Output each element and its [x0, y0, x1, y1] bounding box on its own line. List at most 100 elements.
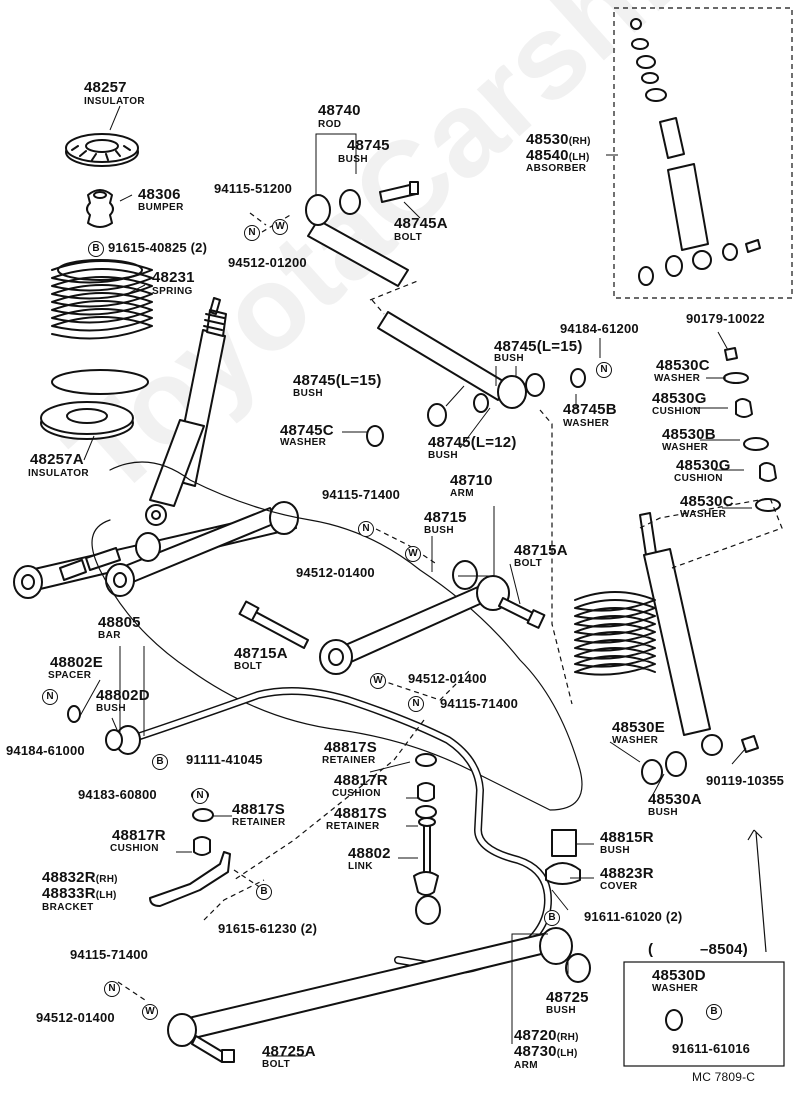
label-48815R-name: BUSH	[600, 845, 630, 856]
rod-48740-lower	[366, 311, 586, 447]
label-48530C-2-num: 48530C	[680, 493, 734, 510]
label-48745A-name: BOLT	[394, 232, 423, 243]
b-circle-icon: B	[544, 910, 560, 926]
b-circle-icon: B	[88, 241, 104, 257]
label-48530D-num: 48530D	[652, 967, 706, 984]
w-circle-icon: W	[405, 546, 421, 562]
label-48530A-name: BUSH	[648, 807, 678, 818]
label-48530A-num: 48530A	[648, 791, 702, 808]
w-circle-icon: W	[142, 1004, 158, 1020]
spring-48231	[51, 259, 153, 395]
label-48745L12-num: 48745(L=12)	[428, 434, 517, 451]
label-48715-name: BUSH	[424, 525, 454, 536]
label-48725-name: BUSH	[546, 1005, 576, 1016]
label-range-open: (	[648, 941, 654, 958]
label-48802D-num: 48802D	[96, 687, 150, 704]
label-90119-10355: 90119-10355	[706, 773, 785, 788]
label-48306-num: 48306	[138, 186, 181, 203]
label-48725-num: 48725	[546, 989, 589, 1006]
left-lower-links	[13, 501, 299, 599]
label-range-8504: –8504)	[700, 941, 748, 958]
label-48530G-2-name: CUSHION	[674, 473, 723, 484]
label-48805-num: 48805	[98, 614, 141, 631]
b-circle-icon: B	[152, 754, 168, 770]
label-48530E-num: 48530E	[612, 719, 665, 736]
inset-washer	[665, 1009, 683, 1031]
n-circle-icon: N	[244, 225, 260, 241]
label-94115-71400-c: 94115-71400	[70, 947, 149, 962]
label-48530G-1-name: CUSHION	[652, 406, 701, 417]
label-48745B-num: 48745B	[563, 401, 617, 418]
label-48745-name: BUSH	[338, 154, 368, 165]
label-48720-code: 48720	[514, 1027, 557, 1044]
label-48231-num: 48231	[152, 269, 195, 286]
label-48832R-num: 48832R(RH)	[42, 870, 118, 885]
label-48730-code: 48730	[514, 1043, 557, 1060]
link-parts	[67, 705, 439, 896]
label-48530-rh: (RH)	[568, 136, 591, 147]
label-48530G-2-num: 48530G	[676, 457, 731, 474]
label-48815R-num: 48815R	[600, 829, 654, 846]
label-48720-rh: (RH)	[556, 1032, 579, 1043]
figure-code: MC 7809-C	[692, 1070, 756, 1084]
bracket-48832R	[149, 851, 231, 907]
label-48530-num: 48530(RH)	[526, 132, 591, 147]
bolt-48715A-right	[498, 597, 546, 629]
label-48540-num: 48540(LH)	[526, 148, 590, 163]
label-48802-name: LINK	[348, 861, 373, 872]
label-48540-lh: (LH)	[568, 152, 590, 163]
label-48802E-num: 48802E	[50, 654, 103, 671]
label-48817R-1-num: 48817R	[334, 772, 388, 789]
label-48805-name: BAR	[98, 630, 121, 641]
arm-48710	[319, 560, 510, 675]
label-48231-name: SPRING	[152, 286, 193, 297]
label-48740-num: 48740	[318, 102, 361, 119]
label-48715A-1-name: BOLT	[514, 558, 543, 569]
label-48817R-1-name: CUSHION	[332, 788, 381, 799]
n-circle-icon: N	[42, 689, 58, 705]
w-circle-icon: W	[272, 219, 288, 235]
label-48715A-2-name: BOLT	[234, 661, 263, 672]
label-48530C-1-num: 48530C	[656, 357, 710, 374]
label-48745-num: 48745	[347, 137, 390, 154]
label-48832R-code: 48832R	[42, 869, 96, 886]
label-48730-lh: (LH)	[556, 1048, 578, 1059]
label-91111-41045: 91111-41045	[186, 752, 263, 767]
label-94512-01400-b: 94512-01400	[408, 671, 487, 686]
label-48730-num: 48730(LH)	[514, 1044, 578, 1059]
label-48745B-name: WASHER	[563, 418, 610, 429]
label-48745L15-a-name: BUSH	[494, 353, 524, 364]
bolt-48715A-left	[238, 600, 309, 649]
label-48530E-name: WASHER	[612, 735, 659, 746]
label-94184-61200: 94184-61200	[560, 321, 639, 336]
label-48745L12-name: BUSH	[428, 450, 458, 461]
label-48745L15-b-name: BUSH	[293, 388, 323, 399]
label-48832R-name: BRACKET	[42, 902, 94, 913]
inset-absorber	[630, 18, 761, 286]
label-48530-code: 48530	[526, 131, 569, 148]
label-48823R-num: 48823R	[600, 865, 654, 882]
insulator-48257A	[40, 401, 134, 440]
label-48817S-1-num: 48817S	[324, 739, 377, 756]
label-48530C-2-name: WASHER	[680, 509, 727, 520]
label-48257-num: 48257	[84, 79, 127, 96]
n-circle-icon: N	[192, 788, 208, 804]
label-91611-61020: 91611-61020 (2)	[584, 909, 683, 924]
insulator-48257	[65, 133, 139, 167]
label-48745L15-a-num: 48745(L=15)	[494, 338, 583, 355]
label-94115-51200: 94115-51200	[214, 181, 293, 196]
right-spring	[574, 591, 656, 676]
label-48823R-name: COVER	[600, 881, 638, 892]
label-48833R-lh: (LH)	[95, 890, 117, 901]
label-48540-code: 48540	[526, 147, 569, 164]
label-48802E-name: SPACER	[48, 670, 92, 681]
label-94115-71400-b: 94115-71400	[440, 696, 519, 711]
label-48530-name: ABSORBER	[526, 163, 587, 174]
left-absorber	[145, 297, 227, 526]
label-48802-num: 48802	[348, 845, 391, 862]
label-90179-10022: 90179-10022	[686, 311, 765, 326]
label-91615-40825: 91615-40825 (2)	[108, 240, 208, 255]
label-48715A-1-num: 48715A	[514, 542, 568, 559]
right-absorber	[639, 512, 723, 756]
